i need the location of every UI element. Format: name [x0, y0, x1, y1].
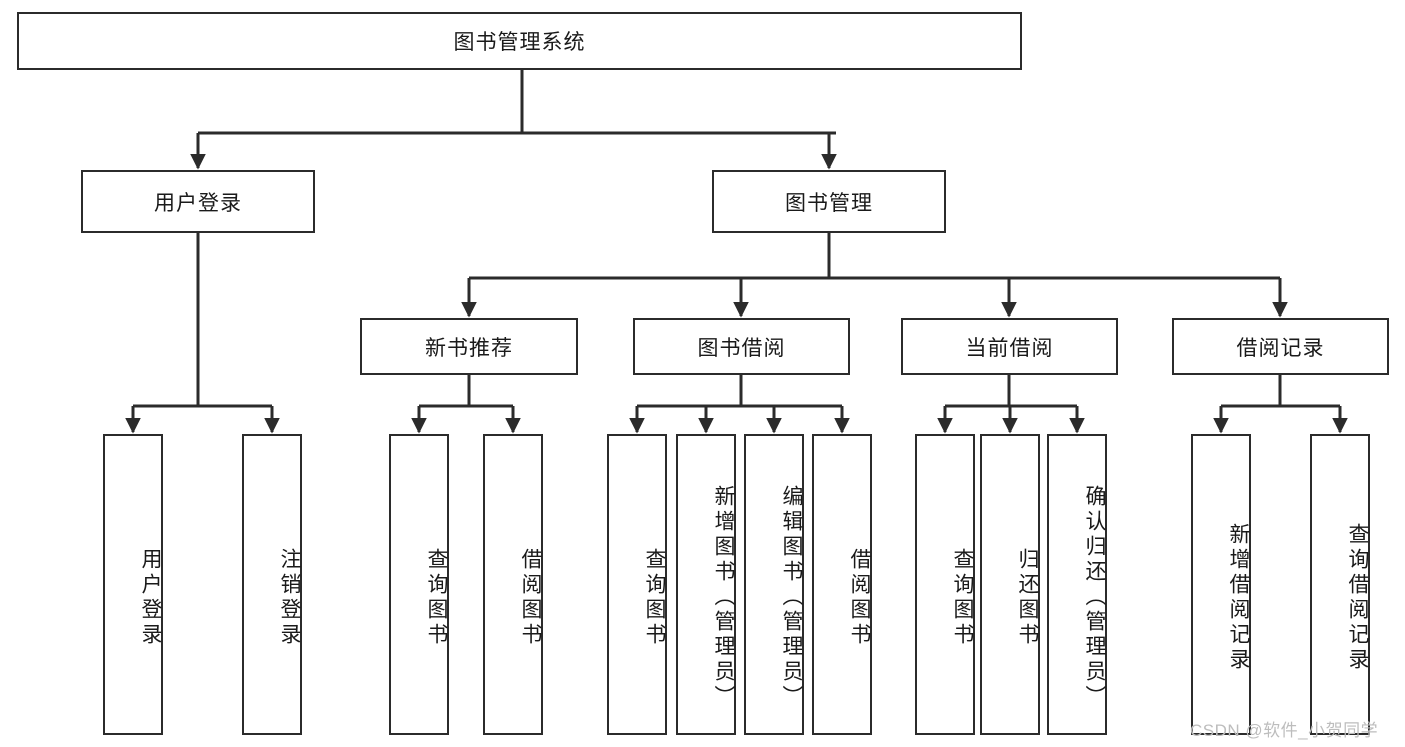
- node-label: 确认归还（管理员）: [1083, 485, 1106, 710]
- node-label: 当前借阅: [965, 336, 1054, 360]
- node-label: 新增借阅记录: [1227, 522, 1250, 673]
- leaf-recommend-query-book[interactable]: 查询图书: [389, 434, 449, 735]
- node-label: 编辑图书（管理员）: [780, 485, 803, 710]
- node-label: 借阅图书: [519, 547, 542, 648]
- leaf-current-query-book[interactable]: 查询图书: [915, 434, 975, 735]
- node-label: 查询图书: [425, 547, 448, 648]
- node-root-system[interactable]: 图书管理系统: [17, 12, 1022, 70]
- leaf-borrow-add-book-admin[interactable]: 新增图书（管理员）: [676, 434, 736, 735]
- leaf-borrow-borrow-book[interactable]: 借阅图书: [812, 434, 872, 735]
- node-borrow-record[interactable]: 借阅记录: [1172, 318, 1389, 375]
- leaf-user-login-login[interactable]: 用户登录: [103, 434, 163, 735]
- node-label: 注销登录: [278, 547, 301, 648]
- node-label: 查询图书: [951, 547, 974, 648]
- node-label: 用户登录: [139, 547, 162, 648]
- csdn-watermark: CSDN @软件_小贺同学: [1190, 721, 1379, 740]
- node-book-management[interactable]: 图书管理: [712, 170, 946, 233]
- node-label: 新增图书（管理员）: [712, 485, 735, 710]
- node-label: 图书管理: [785, 191, 873, 215]
- leaf-record-query-record[interactable]: 查询借阅记录: [1310, 434, 1370, 735]
- node-label: 归还图书: [1016, 547, 1039, 648]
- node-label: 查询借阅记录: [1346, 522, 1369, 673]
- node-user-login[interactable]: 用户登录: [81, 170, 315, 233]
- node-label: 图书借阅: [697, 336, 786, 360]
- node-label: 用户登录: [154, 191, 242, 215]
- leaf-user-login-logout[interactable]: 注销登录: [242, 434, 302, 735]
- node-label: 借阅图书: [848, 547, 871, 648]
- node-label: 查询图书: [643, 547, 666, 648]
- leaf-record-add-record[interactable]: 新增借阅记录: [1191, 434, 1251, 735]
- leaf-recommend-borrow-book[interactable]: 借阅图书: [483, 434, 543, 735]
- node-new-book-recommend[interactable]: 新书推荐: [360, 318, 578, 375]
- leaf-current-return-book[interactable]: 归还图书: [980, 434, 1040, 735]
- node-book-borrow[interactable]: 图书借阅: [633, 318, 850, 375]
- leaf-borrow-query-book[interactable]: 查询图书: [607, 434, 667, 735]
- node-label: 图书管理系统: [453, 31, 586, 54]
- node-current-borrow[interactable]: 当前借阅: [901, 318, 1118, 375]
- node-label: 新书推荐: [425, 336, 513, 360]
- leaf-current-confirm-return-admin[interactable]: 确认归还（管理员）: [1047, 434, 1107, 735]
- node-label: 借阅记录: [1236, 336, 1325, 360]
- leaf-borrow-edit-book-admin[interactable]: 编辑图书（管理员）: [744, 434, 804, 735]
